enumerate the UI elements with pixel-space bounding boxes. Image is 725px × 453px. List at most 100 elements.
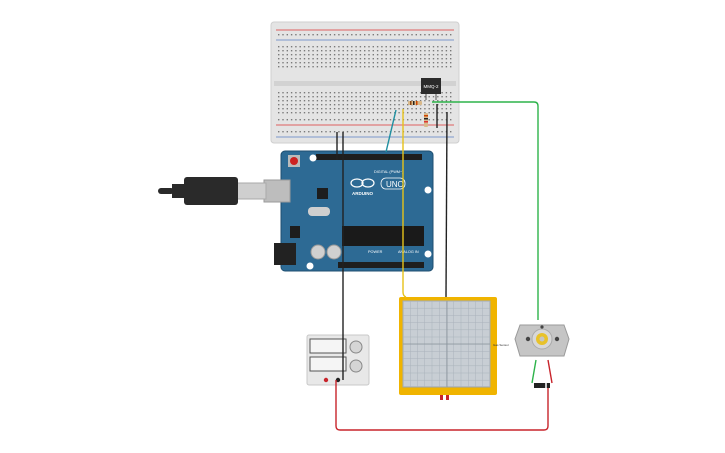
breadboard-hole	[394, 100, 396, 102]
breadboard-hole	[290, 54, 293, 56]
breadboard-hole	[299, 54, 301, 56]
breadboard-hole	[295, 112, 297, 114]
breadboard-hole	[368, 96, 370, 98]
breadboard-hole	[372, 108, 374, 110]
breadboard-hole	[432, 50, 435, 52]
breadboard-hole	[389, 62, 392, 64]
breadboard-hole	[424, 66, 426, 68]
breadboard-hole	[338, 108, 340, 110]
breadboard-hole	[441, 104, 443, 106]
breadboard-hole	[359, 119, 362, 121]
breadboard-hole	[299, 104, 301, 106]
breadboard-hole	[359, 58, 362, 60]
breadboard-hole	[432, 96, 435, 98]
breadboard-hole	[368, 112, 370, 114]
breadboard-hole	[441, 46, 443, 48]
breadboard-hole	[364, 92, 366, 94]
breadboard-hole	[286, 119, 288, 121]
breadboard-hole	[316, 104, 319, 106]
breadboard-hole	[321, 46, 323, 48]
breadboard-hole	[445, 34, 448, 36]
breadboard-hole	[282, 50, 284, 52]
breadboard-hole	[346, 66, 349, 68]
breadboard-hole	[355, 50, 357, 52]
breadboard-hole	[312, 46, 314, 48]
breadboard-hole	[411, 34, 413, 36]
wire-green	[531, 359, 537, 384]
breadboard-hole	[445, 46, 448, 48]
breadboard-hole	[359, 104, 362, 106]
breadboard-hole	[295, 50, 297, 52]
breadboard-hole	[428, 50, 430, 52]
usb-cable	[158, 177, 267, 205]
breadboard-hole	[372, 62, 374, 64]
breadboard-hole	[376, 46, 379, 48]
breadboard-hole	[441, 131, 443, 133]
breadboard-hole	[286, 104, 288, 106]
breadboard-hole	[308, 119, 310, 121]
breadboard-hole	[389, 58, 392, 60]
breadboard-hole	[346, 96, 349, 98]
wire-yellow	[402, 109, 407, 298]
breadboard-hole	[372, 34, 374, 36]
breadboard-hole	[441, 112, 443, 114]
breadboard-hole	[342, 66, 344, 68]
breadboard-hole	[346, 112, 349, 114]
breadboard-hole	[308, 62, 310, 64]
breadboard-hole	[389, 66, 392, 68]
breadboard-hole	[325, 108, 327, 110]
breadboard-hole	[329, 112, 331, 114]
breadboard-hole	[299, 96, 301, 98]
breadboard-hole	[282, 46, 284, 48]
breadboard-hole	[278, 96, 280, 98]
breadboard-hole	[303, 131, 306, 133]
breadboard-hole	[290, 46, 293, 48]
breadboard-hole	[381, 34, 383, 36]
breadboard-hole	[450, 54, 452, 56]
breadboard-hole	[325, 62, 327, 64]
breadboard-hole	[278, 54, 280, 56]
breadboard-hole	[415, 66, 417, 68]
breadboard-hole	[325, 50, 327, 52]
breadboard-hole	[355, 108, 357, 110]
breadboard-hole	[407, 92, 409, 94]
breadboard-hole	[381, 66, 383, 68]
breadboard-hole	[372, 66, 374, 68]
breadboard-hole	[385, 100, 387, 102]
breadboard-hole	[346, 92, 349, 94]
breadboard-hole	[381, 96, 383, 98]
breadboard-hole	[441, 92, 443, 94]
breadboard-hole	[290, 104, 293, 106]
breadboard-hole	[299, 58, 301, 60]
breadboard-hole	[303, 92, 306, 94]
breadboard-hole	[351, 46, 353, 48]
breadboard-hole	[308, 66, 310, 68]
breadboard-hole	[278, 131, 280, 133]
breadboard-hole	[355, 62, 357, 64]
breadboard-hole	[321, 100, 323, 102]
breadboard-hole	[359, 100, 362, 102]
breadboard-hole	[338, 54, 340, 56]
breadboard-hole	[381, 100, 383, 102]
breadboard-hole	[316, 119, 319, 121]
breadboard-hole	[402, 50, 405, 52]
breadboard-hole	[321, 96, 323, 98]
breadboard-hole	[342, 50, 344, 52]
breadboard-hole	[428, 66, 430, 68]
breadboard-hole	[290, 112, 293, 114]
breadboard-hole	[282, 92, 284, 94]
wire-red	[547, 359, 553, 384]
arduino-uno: UNO ARDUINO DIGITAL (PWM~) POWER ANALOG …	[263, 150, 434, 272]
breadboard-hole	[329, 66, 331, 68]
breadboard-hole	[351, 108, 353, 110]
breadboard-hole	[278, 112, 280, 114]
breadboard-hole	[450, 46, 452, 48]
breadboard-hole	[351, 100, 353, 102]
breadboard-hole	[364, 58, 366, 60]
breadboard-hole	[398, 112, 400, 114]
breadboard-hole	[376, 54, 379, 56]
breadboard-hole	[415, 92, 417, 94]
breadboard-hole	[415, 34, 417, 36]
breadboard-hole	[368, 50, 370, 52]
